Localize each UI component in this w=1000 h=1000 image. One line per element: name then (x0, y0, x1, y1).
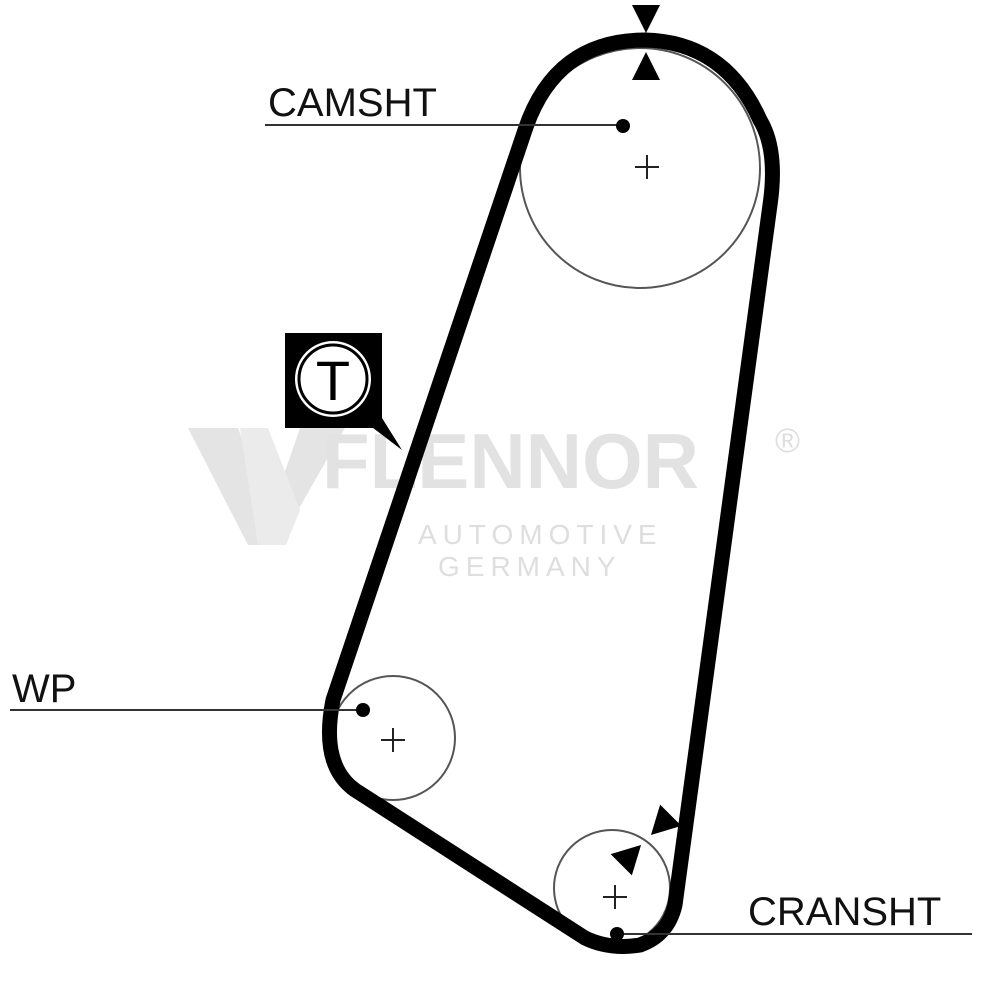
watermark: FLENNOR ® AUTOMOTIVE GERMANY (188, 417, 800, 582)
watermark-line2: GERMANY (438, 551, 622, 582)
crankshaft-center-mark (603, 885, 627, 909)
registered-mark-icon: ® (775, 422, 800, 460)
timing-mark-icon (632, 5, 660, 80)
water-pump-timing-dot (356, 703, 370, 717)
tensioner-badge-icon: T (285, 333, 402, 450)
crankshaft-timing-dot (610, 927, 624, 941)
crankshaft-label: CRANSHT (748, 890, 941, 934)
water-pump-center-mark (381, 728, 405, 752)
watermark-line1: AUTOMOTIVE (418, 519, 663, 550)
timing-mark-icon (610, 804, 682, 876)
timing-belt (321, 32, 780, 954)
camshaft-timing-dot (616, 119, 630, 133)
water-pump-label: WP (12, 667, 76, 711)
watermark-logo-icon (188, 428, 345, 545)
tensioner-label: T (316, 349, 350, 412)
camshaft-center-mark (635, 155, 659, 179)
camshaft-label: CAMSHT (268, 81, 437, 125)
